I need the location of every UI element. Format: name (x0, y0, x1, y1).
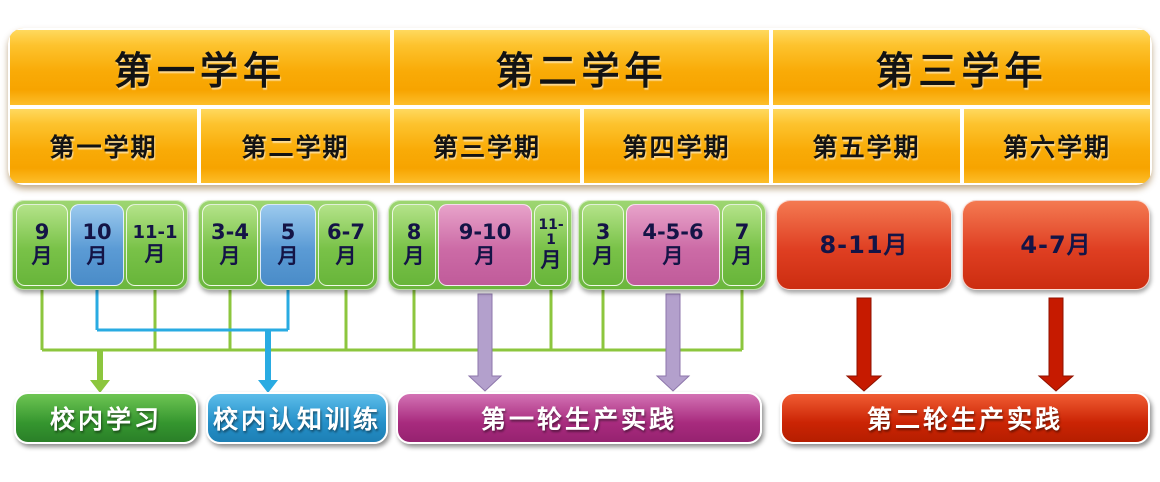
month-text: 8-11月 (819, 230, 909, 259)
semester-label: 第三学期 (432, 133, 541, 162)
campus-study-connector-lines (40, 290, 744, 352)
month-unit: 月 (219, 244, 241, 268)
activity-production-practice-2: 第二轮生产实践 (780, 392, 1150, 444)
month-unit: 月 (474, 244, 496, 268)
month-text: 3-4 (211, 220, 249, 245)
semester-label: 第一学期 (49, 133, 158, 162)
activity-label: 校内认知训练 (212, 405, 381, 434)
activity-cognitive-training: 校内认知训练 (206, 392, 388, 444)
year-header-3: 第三学年 (771, 28, 1152, 107)
month-unit: 月 (662, 244, 684, 268)
month-block: 8-11月 (776, 200, 952, 290)
down-arrow-red-icon-2 (1037, 297, 1075, 392)
month-unit: 月 (31, 244, 53, 268)
year-label: 第二学年 (495, 48, 668, 93)
month-text: 8 (406, 220, 422, 245)
down-arrow-purple-icon-1 (467, 293, 503, 392)
month-unit: 月 (144, 242, 166, 267)
month-text: 11-1 (538, 216, 564, 249)
activity-label: 第二轮生产实践 (866, 405, 1063, 434)
month-text: 11-1 (132, 222, 178, 244)
month-unit: 月 (540, 247, 562, 272)
month-block: 4-7月 (962, 200, 1150, 290)
month-text: 5 (280, 220, 296, 245)
year-header-2: 第二学年 (392, 28, 771, 107)
year-header-1: 第一学年 (8, 28, 392, 107)
month-text: 7 (734, 220, 750, 245)
activity-label: 第一轮生产实践 (480, 405, 677, 434)
semester-header-6: 第六学期 (962, 107, 1152, 185)
activity-campus-study: 校内学习 (14, 392, 198, 444)
month-unit: 月 (403, 244, 425, 268)
down-arrow-red-icon-1 (845, 297, 883, 392)
semester-header-5: 第五学期 (771, 107, 962, 185)
month-unit: 月 (731, 244, 753, 268)
month-unit: 月 (592, 244, 614, 268)
year-label: 第三学年 (875, 48, 1048, 93)
month-text: 4-7月 (1020, 230, 1092, 259)
semester-header-3: 第三学期 (392, 107, 582, 185)
year-label: 第一学年 (113, 48, 286, 93)
month-text: 3 (595, 220, 611, 245)
down-arrow-blue-icon (258, 330, 278, 393)
month-unit: 月 (335, 244, 357, 268)
semester-header-1: 第一学期 (8, 107, 199, 185)
month-text: 4-5-6 (642, 220, 704, 245)
month-text: 9 (34, 220, 50, 245)
semester-header-2: 第二学期 (199, 107, 392, 185)
month-unit: 月 (86, 244, 108, 268)
semester-header-4: 第四学期 (582, 107, 771, 185)
month-text: 6-7 (327, 220, 365, 245)
down-arrow-purple-icon-2 (655, 293, 691, 392)
activity-production-practice-1: 第一轮生产实践 (396, 392, 762, 444)
calendar-header: 第一学年 第二学年 第三学年 第一学期 第二学期 第三学期 第四学期 第五学期 … (8, 28, 1152, 185)
semester-label: 第五学期 (812, 133, 921, 162)
semester-label: 第六学期 (1002, 133, 1111, 162)
cognitive-training-connector-lines (95, 290, 290, 332)
month-text: 9-10 (458, 220, 512, 245)
activity-label: 校内学习 (49, 405, 162, 434)
semester-label: 第二学期 (241, 133, 350, 162)
down-arrow-green-icon (90, 350, 110, 393)
month-unit: 月 (277, 244, 299, 268)
semester-label: 第四学期 (622, 133, 731, 162)
month-text: 10 (82, 220, 112, 245)
